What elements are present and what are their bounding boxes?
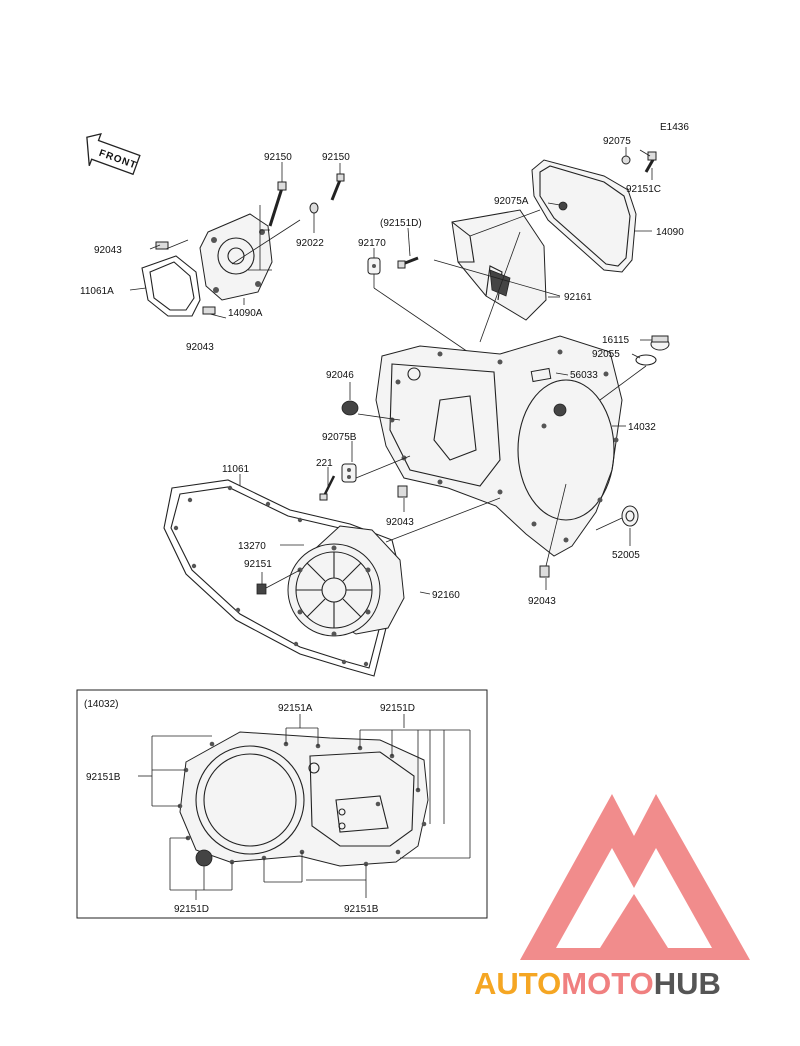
bracket-92075B [341,463,357,483]
label-13270: 13270 [238,541,266,552]
inset-label-92151D-top: 92151D [380,703,415,714]
front-arrow-icon: FRONT [86,132,141,176]
label-92043-top: 92043 [94,245,122,256]
leaders-lower [239,474,304,589]
watermark-moto: MOTO [561,966,653,1001]
label-14090A: 14090A [228,308,263,319]
label-92161: 92161 [564,292,592,303]
label-92160: 92160 [432,590,460,601]
washer-92022 [309,202,319,214]
plug-16115 [650,335,670,351]
label-16115: 16115 [602,335,630,346]
bolt-92150-b [330,173,345,201]
bolt-92151 [256,583,267,595]
label-221: 221 [316,458,333,469]
cover-plate-13270 [287,543,381,637]
bolt-92150-a [268,181,287,227]
label-14090: 14090 [656,227,684,238]
label-56033: 56033 [570,370,598,381]
label-92151D-paren: (92151D) [380,218,422,229]
label-92075A: 92075A [494,196,529,207]
label-92043-right: 92043 [528,596,556,607]
clutch-cover-14032 [375,335,623,557]
inset-leaders [138,714,471,900]
dowel-pins [155,241,216,315]
diagram-code: E1436 [660,122,689,133]
label-92151: 92151 [244,559,272,570]
insulator-92161 [451,209,547,321]
label-92075: 92075 [603,136,631,147]
label-92150-a: 92150 [264,152,292,163]
leaders-top-right [373,147,653,357]
leaders-top-left [129,162,341,319]
bolt-221 [319,475,336,501]
inset-label-92151B-bottom: 92151B [344,904,379,915]
clamp-92170 [367,257,381,275]
watermark-logo: AUTOMOTOHUB [474,794,750,1001]
watermark-auto: AUTO [474,966,561,1001]
inset-label-92151A: 92151A [278,703,313,714]
gasket-11061A [141,255,201,317]
label-11061: 11061 [222,464,250,475]
inset-label-92151D-bottom: 92151D [174,904,209,915]
label-92151C: 92151C [626,184,661,195]
gasket-11061 [163,479,403,677]
label-52005: 52005 [612,550,640,561]
part-labels: 92150 92150 92043 92022 11061A 14090A 92… [80,136,684,915]
bolt-92151D [397,256,419,269]
label-92075B: 92075B [322,432,357,443]
watermark-hub: HUB [654,966,721,1001]
inset-clutch-cover [177,731,429,867]
o-ring-92055 [635,354,657,366]
label-92170: 92170 [358,238,386,249]
label-14032: 14032 [628,422,656,433]
leaders-main [327,339,652,595]
svg-text:AUTOMOTOHUB: AUTOMOTOHUB [474,966,721,1001]
label-92043-mid: 92043 [386,517,414,528]
label-92046: 92046 [326,370,354,381]
seal-52005 [621,505,639,527]
label-92043-bot: 92043 [186,342,214,353]
bolt-92151C [644,151,657,173]
dowel-92043-mid [397,485,408,498]
inset-title: (14032) [84,699,118,710]
label-92022: 92022 [296,238,324,249]
bushing-92046 [341,400,359,416]
label-56033 [530,367,552,383]
dowel-92043-right [539,565,550,578]
label-92150-b: 92150 [322,152,350,163]
cover-14090 [531,159,637,273]
inset-label-92151B-left: 92151B [86,772,121,783]
label-11061A: 11061A [80,286,114,297]
grommet-92075 [621,155,631,165]
label-92055: 92055 [592,349,620,360]
cover-14090A [199,213,273,301]
inset-frame [76,689,488,919]
watermark-triangle-icon [520,794,750,960]
